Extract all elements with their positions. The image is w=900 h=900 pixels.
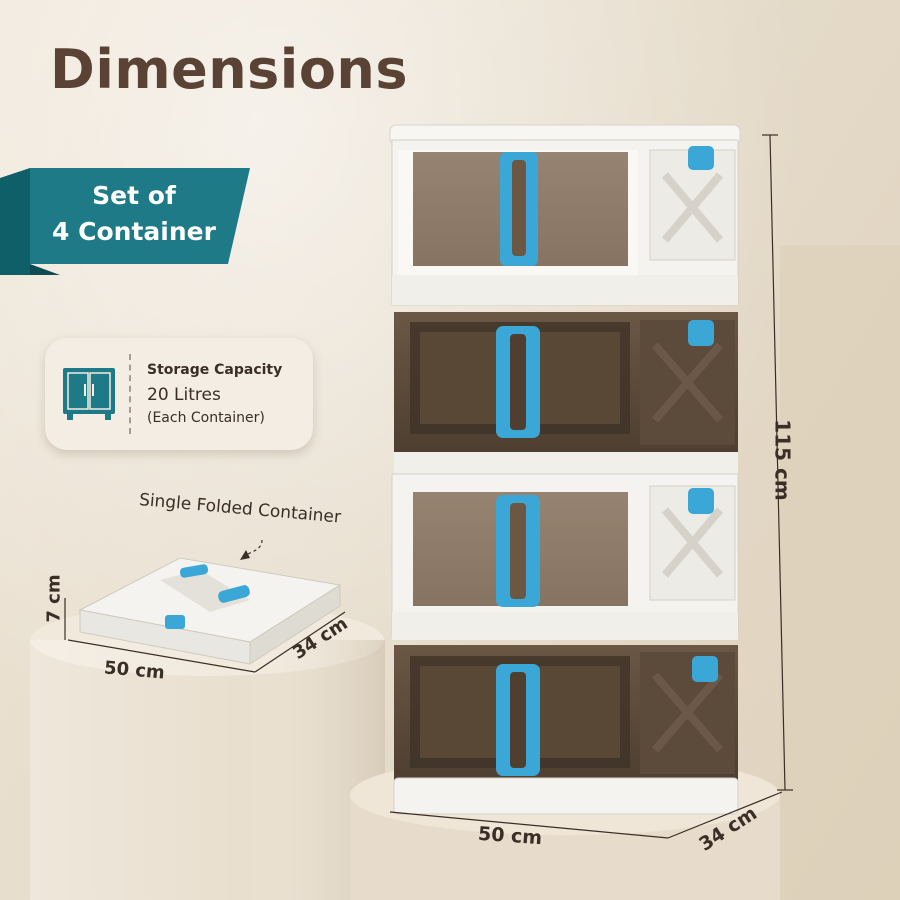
folded-container bbox=[78, 557, 342, 665]
banner-line-2: 4 Container bbox=[52, 217, 216, 246]
cabinet-icon bbox=[63, 368, 115, 420]
capacity-card: Storage Capacity 20 Litres (Each Contain… bbox=[45, 338, 313, 450]
page-title: Dimensions bbox=[50, 38, 409, 101]
stack-width-label: 50 cm bbox=[477, 822, 543, 850]
capacity-value: 20 Litres bbox=[147, 385, 221, 405]
container-stack bbox=[389, 124, 741, 815]
container-4 bbox=[393, 645, 739, 815]
capacity-divider bbox=[129, 354, 131, 434]
banner-line-1: Set of bbox=[92, 181, 176, 210]
container-2 bbox=[394, 312, 738, 474]
capacity-heading: Storage Capacity bbox=[147, 362, 283, 378]
container-3 bbox=[391, 473, 739, 640]
left-pedestal bbox=[30, 604, 385, 900]
capacity-note: (Each Container) bbox=[147, 410, 265, 426]
container-1 bbox=[391, 139, 739, 306]
folded-dimension-lines bbox=[64, 539, 346, 673]
folded-height-label: 7 cm bbox=[43, 574, 65, 623]
set-banner: Set of 4 Container bbox=[34, 178, 234, 250]
set-banner-shape bbox=[0, 168, 250, 275]
stack-height-label: 115 cm bbox=[770, 419, 795, 501]
stack-dimension-lines bbox=[389, 134, 793, 839]
